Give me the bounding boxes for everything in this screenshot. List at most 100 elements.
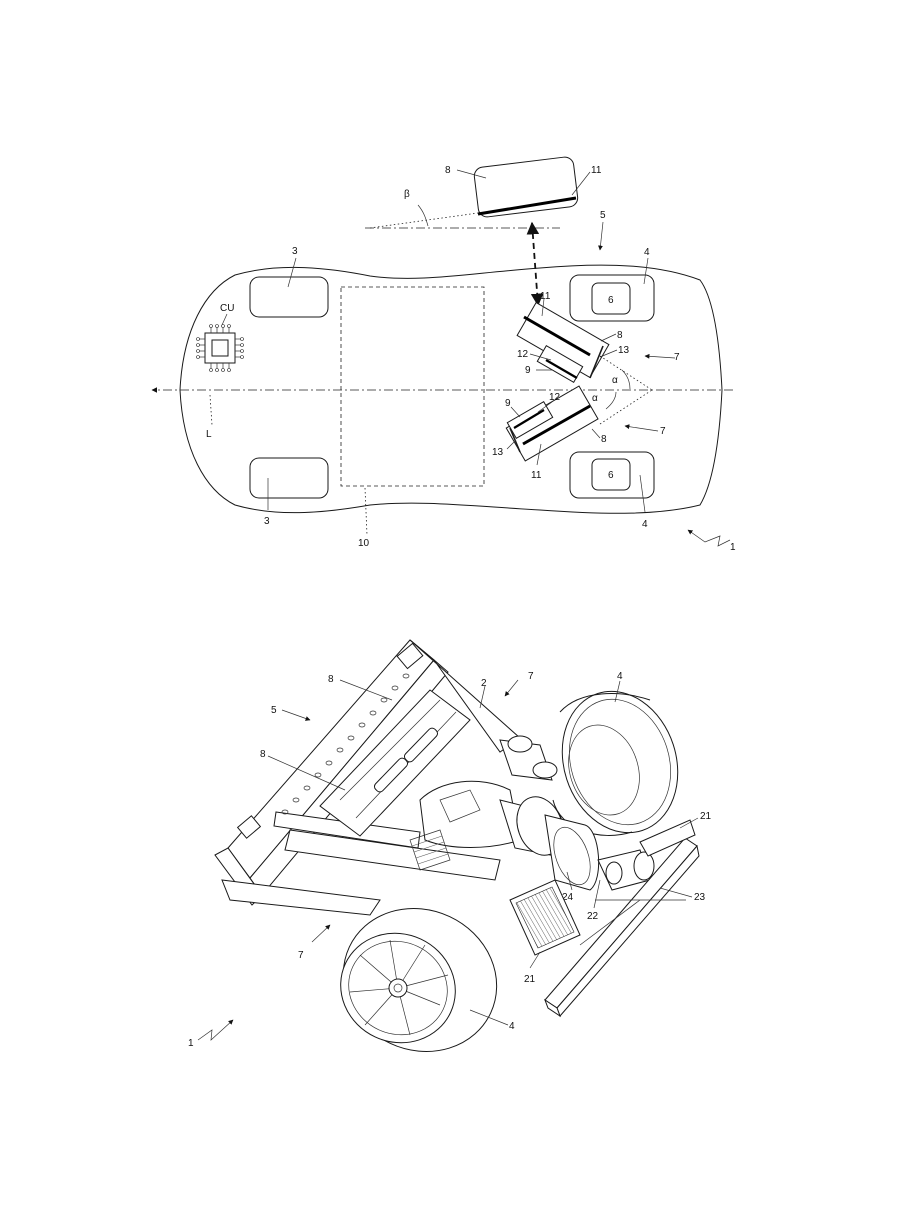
leader-8-upper (339, 679, 393, 701)
arrow-group-right (504, 679, 519, 697)
control-unit-chip (196, 324, 244, 372)
arrow-group-left (311, 924, 331, 943)
label-outlet: 22 (587, 911, 599, 922)
front-wheel-top (249, 276, 329, 318)
bottom-figure: 4 8 (188, 639, 712, 1052)
rear-beam (543, 837, 700, 1018)
leader-13-top (599, 349, 618, 358)
label-angle-beta: β (404, 189, 410, 200)
leader-9-bottom (510, 406, 521, 418)
leader-10 (364, 487, 368, 536)
leader-21-left (529, 951, 541, 969)
label-beam: 23 (694, 892, 706, 903)
hub-top (591, 282, 631, 315)
axis-leader (209, 394, 213, 426)
alpha-arc-top (621, 369, 631, 390)
label-chassis-front: 5 (600, 210, 606, 221)
label-strip-top: 11 (540, 291, 551, 302)
label-chassis: 5 (271, 705, 277, 716)
label-rear-wheel-bottom: 4 (642, 519, 648, 530)
label-hub-top: 6 (608, 295, 614, 306)
label-muffler: 24 (562, 892, 574, 903)
label-group-right: 7 (528, 671, 534, 682)
leader-2 (479, 685, 486, 709)
radiator-right (639, 819, 696, 857)
wheel-left (340, 908, 498, 1052)
leader-12-top (529, 353, 552, 361)
label-edge-bottom: 13 (492, 447, 504, 458)
leader-21-right (679, 817, 699, 829)
leader-8-bottom (591, 428, 601, 439)
label-panel-bottom: 8 (601, 434, 607, 445)
label-wheel-left: 4 (509, 1021, 515, 1032)
leader-13-bottom (506, 439, 517, 450)
label-frame: 2 (481, 678, 487, 689)
label-front-wheel-bottom: 3 (264, 516, 270, 527)
label-front-wheel-top: 3 (292, 246, 298, 257)
leader-11-bottom (536, 443, 542, 466)
beta-arc (417, 204, 429, 227)
edge-top (589, 345, 604, 379)
vehicle-reference-arrow-bottom (197, 1019, 234, 1041)
leader-4-left (469, 1009, 509, 1026)
label-hub-bottom: 6 (608, 470, 614, 481)
arrow-group-bottom (624, 424, 659, 432)
cell-bottom-strip (513, 409, 545, 429)
label-tab-top: 12 (517, 349, 529, 360)
leader-cu (221, 313, 228, 326)
cell-top-strip (545, 359, 578, 379)
label-vehicle-bottom: 1 (188, 1038, 194, 1049)
strip-bottom (522, 404, 591, 446)
radiator-left (509, 879, 581, 956)
panel-movement-arrow (526, 221, 544, 307)
label-panel-top: 8 (617, 330, 623, 341)
label-group-top: 7 (674, 352, 680, 363)
label-strip-detached: 11 (591, 165, 602, 176)
label-rear-wheel-top: 4 (644, 247, 650, 258)
arrow-chassis (281, 709, 311, 721)
label-cell-bottom: 9 (505, 398, 511, 409)
label-angle-alpha-top: α (612, 375, 618, 386)
front-wheel-bottom (249, 457, 329, 499)
leader-4-top (643, 257, 649, 285)
alpha-line-top (599, 355, 653, 391)
leader-4-right (614, 680, 621, 703)
label-panel-lower: 8 (260, 749, 266, 760)
alpha-arc-bottom (605, 391, 617, 410)
label-wheel-right: 4 (617, 671, 623, 682)
label-group-left: 7 (298, 950, 304, 961)
cell-top (536, 345, 584, 383)
label-radiator-right: 21 (700, 811, 712, 822)
panel-upper (319, 689, 471, 837)
leader-22 (593, 879, 601, 909)
strip-top (523, 315, 591, 357)
leader-12-bottom (537, 401, 553, 413)
leader-8-lower (267, 755, 346, 791)
label-edge-top: 13 (618, 345, 630, 356)
arrow-chassis-front (598, 221, 604, 251)
strip-detached (477, 196, 577, 216)
leader-11-detached (571, 171, 591, 196)
label-vehicle-top: 1 (730, 542, 736, 553)
leader-23 (659, 887, 693, 898)
leader-11-top (541, 298, 545, 317)
label-panel-detached: 8 (445, 165, 451, 176)
leader-4-bottom (639, 474, 646, 513)
vehicle-reference-arrow-top (687, 529, 731, 547)
leader-8-top (600, 333, 617, 342)
top-figure: L 3 3 6 6 4 4 10 (151, 156, 736, 553)
label-radiator-left: 21 (524, 974, 536, 985)
leader-8-detached (456, 169, 487, 179)
label-group-bottom: 7 (660, 426, 666, 437)
label-tab-bottom: 12 (549, 392, 561, 403)
label-axis: L (206, 429, 212, 440)
label-panel-upper: 8 (328, 674, 334, 685)
car-body-outline (179, 264, 723, 514)
leader-24 (566, 871, 573, 891)
leader-3-top (287, 257, 297, 288)
label-angle-alpha-bottom: α (592, 393, 598, 404)
arrow-group-top (644, 353, 676, 359)
hub-bottom (591, 458, 631, 491)
panel-detached (473, 156, 579, 218)
